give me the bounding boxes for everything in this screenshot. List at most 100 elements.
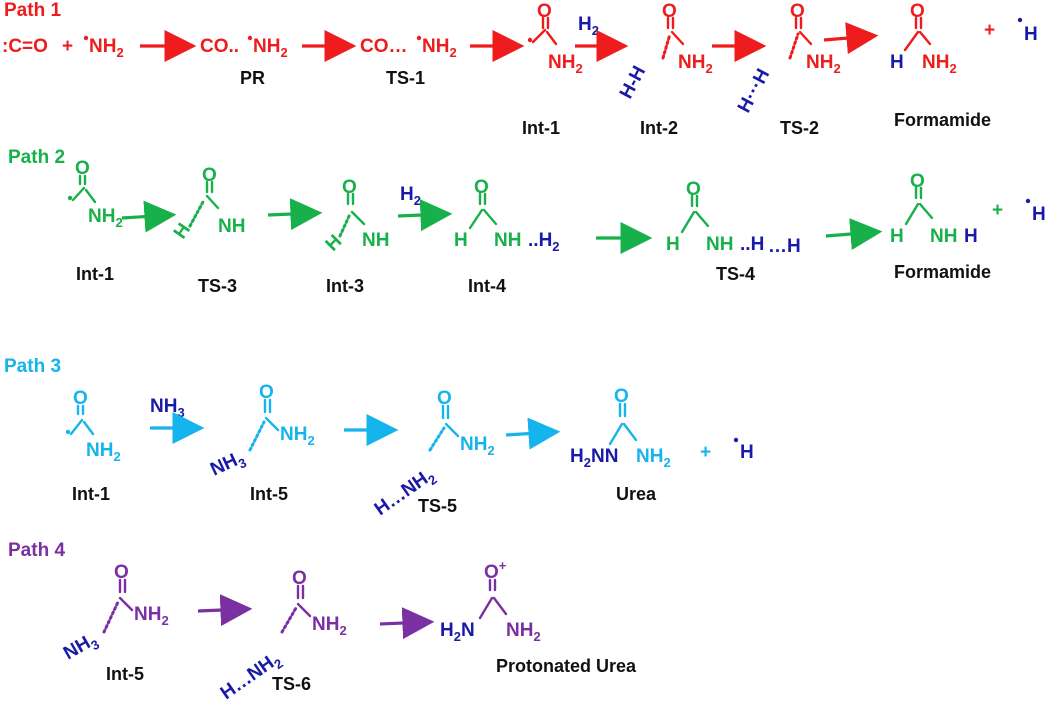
atom-nh2: NH2 [548, 52, 583, 76]
atom-nh2: NH2 [88, 206, 123, 230]
bond [680, 210, 696, 234]
atom-nh2: NH2 [506, 620, 541, 644]
molecule-int-2: O NH2 H-H [616, 1, 713, 102]
dotted-bond [661, 32, 672, 60]
plus-sign: + [984, 20, 995, 41]
atom-nh2: NH2 [460, 434, 495, 458]
radical-dot [416, 35, 422, 41]
bond [482, 208, 498, 226]
label-int-4: Int-4 [468, 276, 506, 296]
bond [531, 28, 547, 44]
atom-h2n: H2N [440, 620, 475, 644]
molecule-int-1-p2: O NH2 [67, 158, 123, 230]
complexed-h2: ..H2 [528, 230, 560, 254]
molecule-int-4: H O NH ..H2 [454, 177, 560, 254]
atom-nh2: NH2 [86, 440, 121, 464]
bond [918, 202, 934, 220]
molecule-int-5: NH3 O NH2 [207, 382, 315, 483]
bond [350, 210, 366, 226]
molecule-int-1: O NH2 [527, 1, 583, 76]
reagent-nh3: NH3 [150, 396, 185, 420]
atom-o: O [202, 165, 217, 186]
amino-radical: NH2 [89, 36, 124, 60]
leaving-h: …H [768, 236, 801, 257]
atom-o: O [662, 1, 677, 22]
atom-nh3: NH3 [207, 447, 249, 483]
atom-nh3: NH3 [60, 629, 102, 667]
atom-nh2: NH2 [280, 424, 315, 448]
bond [84, 188, 97, 204]
atom-nh2: NH2 [806, 52, 841, 76]
molecule-int-3: H O NH [322, 177, 390, 256]
molecule-int-1-p3: O NH2 [65, 388, 121, 464]
molecule-formamide-2: H O NH H [890, 171, 978, 247]
bond [918, 30, 932, 46]
molecule-formamide-1: H O NH2 [890, 1, 957, 76]
pr-co: CO.. [200, 36, 239, 57]
radical-dot [67, 195, 73, 201]
atom-h: H [890, 226, 904, 247]
label-pr: PR [240, 68, 265, 88]
label-ts-3: TS-3 [198, 276, 237, 296]
label-int-2: Int-2 [640, 118, 678, 138]
bond [82, 420, 95, 436]
arrow-9 [397, 199, 453, 232]
path-1-title: Path 1 [4, 0, 61, 21]
bond [798, 30, 813, 46]
dotted-bond [102, 600, 120, 634]
molecule-protonated-urea: H2N O+ NH2 [440, 558, 541, 644]
plus-sign: + [700, 442, 711, 463]
path-2-title: Path 2 [8, 147, 65, 168]
path-1: Path 1 :C=O + NH2 CO.. NH2 PR CO… NH2 TS… [2, 0, 1038, 138]
arrow-14 [505, 417, 561, 450]
atom-o-protonated: O+ [484, 558, 507, 583]
arrow-11 [825, 218, 883, 250]
molecule-urea: H2NN O NH2 [570, 386, 671, 470]
molecule-int-5-p4: NH3 O NH2 [60, 562, 169, 667]
bond [492, 596, 508, 616]
molecule-ts-3: H O NH [170, 165, 246, 243]
bond [903, 30, 920, 52]
atom-h: H [964, 226, 978, 247]
atom-h: H [890, 52, 904, 73]
label-formamide-2: Formamide [894, 262, 991, 282]
bond [205, 194, 220, 210]
path-4-title: Path 4 [8, 540, 65, 561]
arrow-16 [379, 607, 435, 640]
atom-nh: NH [706, 234, 733, 255]
atom-o: O [474, 177, 489, 198]
molecule-ts-4: H O NH ..H …H [666, 179, 801, 257]
atom-nh2: NH2 [134, 604, 169, 628]
atom-nh: NH [930, 226, 957, 247]
path-4: Path 4 NH3 O NH2 Int-5 H…NH2 O NH2 TS-6 [8, 540, 637, 703]
plus-sign: + [62, 36, 73, 57]
bond [904, 202, 920, 226]
atom-o: O [910, 1, 925, 22]
bond [468, 208, 484, 230]
hydrogen-radical: H [1032, 204, 1046, 225]
carbon-monoxide: :C=O [2, 36, 48, 57]
bond [545, 30, 558, 46]
atom-h2n: H2NN [570, 446, 618, 470]
path-2: Path 2 O NH2 Int-1 H O NH TS-3 H [8, 147, 1046, 296]
atom-o: O [114, 562, 129, 583]
label-urea: Urea [616, 484, 657, 504]
atom-nh2: NH2 [636, 446, 671, 470]
hydrogen-molecule: H-H [616, 63, 650, 103]
label-int-5-p4: Int-5 [106, 664, 144, 684]
atom-o: O [614, 386, 629, 407]
ts1-nh2: NH2 [422, 36, 457, 60]
label-formamide-1: Formamide [894, 110, 991, 130]
atom-h: H [322, 231, 347, 256]
dotted-bond [188, 198, 206, 228]
pr-nh2: NH2 [253, 36, 288, 60]
label-ts-1: TS-1 [386, 68, 425, 88]
atom-o: O [73, 388, 88, 409]
dotted-bond [788, 32, 800, 60]
radical-dot [65, 429, 71, 435]
atom-nh: NH [218, 216, 245, 237]
dotted-bond [338, 212, 352, 238]
label-int-3: Int-3 [326, 276, 364, 296]
